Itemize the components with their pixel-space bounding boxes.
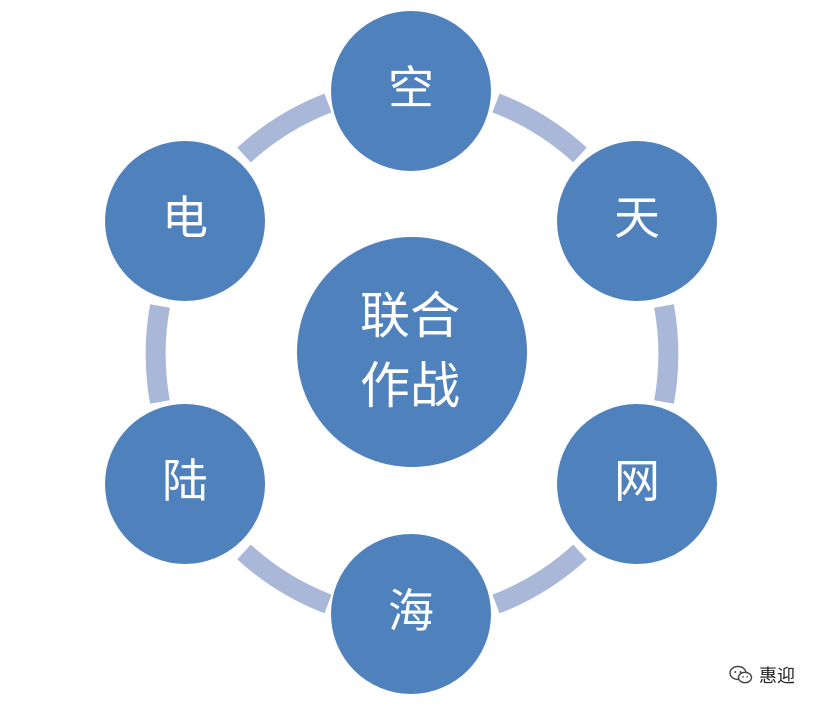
center-label-line2: 作战 — [360, 357, 460, 415]
node-lu-label: 陆 — [162, 454, 208, 508]
node-tian-label: 天 — [614, 191, 660, 245]
watermark-text: 惠迎 — [759, 666, 795, 687]
connector-tian-wang — [654, 304, 679, 404]
connector-kong-tian — [492, 93, 587, 163]
node-kong-label: 空 — [388, 61, 434, 115]
connector-hai-lu — [237, 544, 332, 614]
connector-wang-hai — [492, 544, 587, 614]
node-wang-circle — [557, 404, 717, 564]
center-node: 联合 作战 — [297, 237, 527, 467]
node-hai-label: 海 — [388, 584, 434, 638]
node-tian: 天 — [557, 141, 717, 301]
node-lu-circle — [105, 404, 265, 564]
ring-connectors — [145, 93, 679, 614]
node-dian-label: 电 — [162, 191, 208, 245]
node-dian: 电 — [105, 141, 265, 301]
wechat-icon — [729, 665, 753, 684]
watermark: 惠迎 — [729, 662, 795, 688]
node-wang-label: 网 — [614, 454, 660, 508]
center-circle — [297, 237, 527, 467]
node-kong: 空 — [331, 11, 491, 171]
node-lu: 陆 — [105, 404, 265, 564]
connector-lu-dian — [145, 304, 170, 404]
connector-dian-kong — [237, 93, 332, 163]
node-hai-circle — [331, 534, 491, 694]
node-wang: 网 — [557, 404, 717, 564]
node-tian-circle — [557, 141, 717, 301]
node-hai: 海 — [331, 534, 491, 694]
node-dian-circle — [105, 141, 265, 301]
center-label-line1: 联合 — [360, 287, 460, 345]
node-kong-circle — [331, 11, 491, 171]
